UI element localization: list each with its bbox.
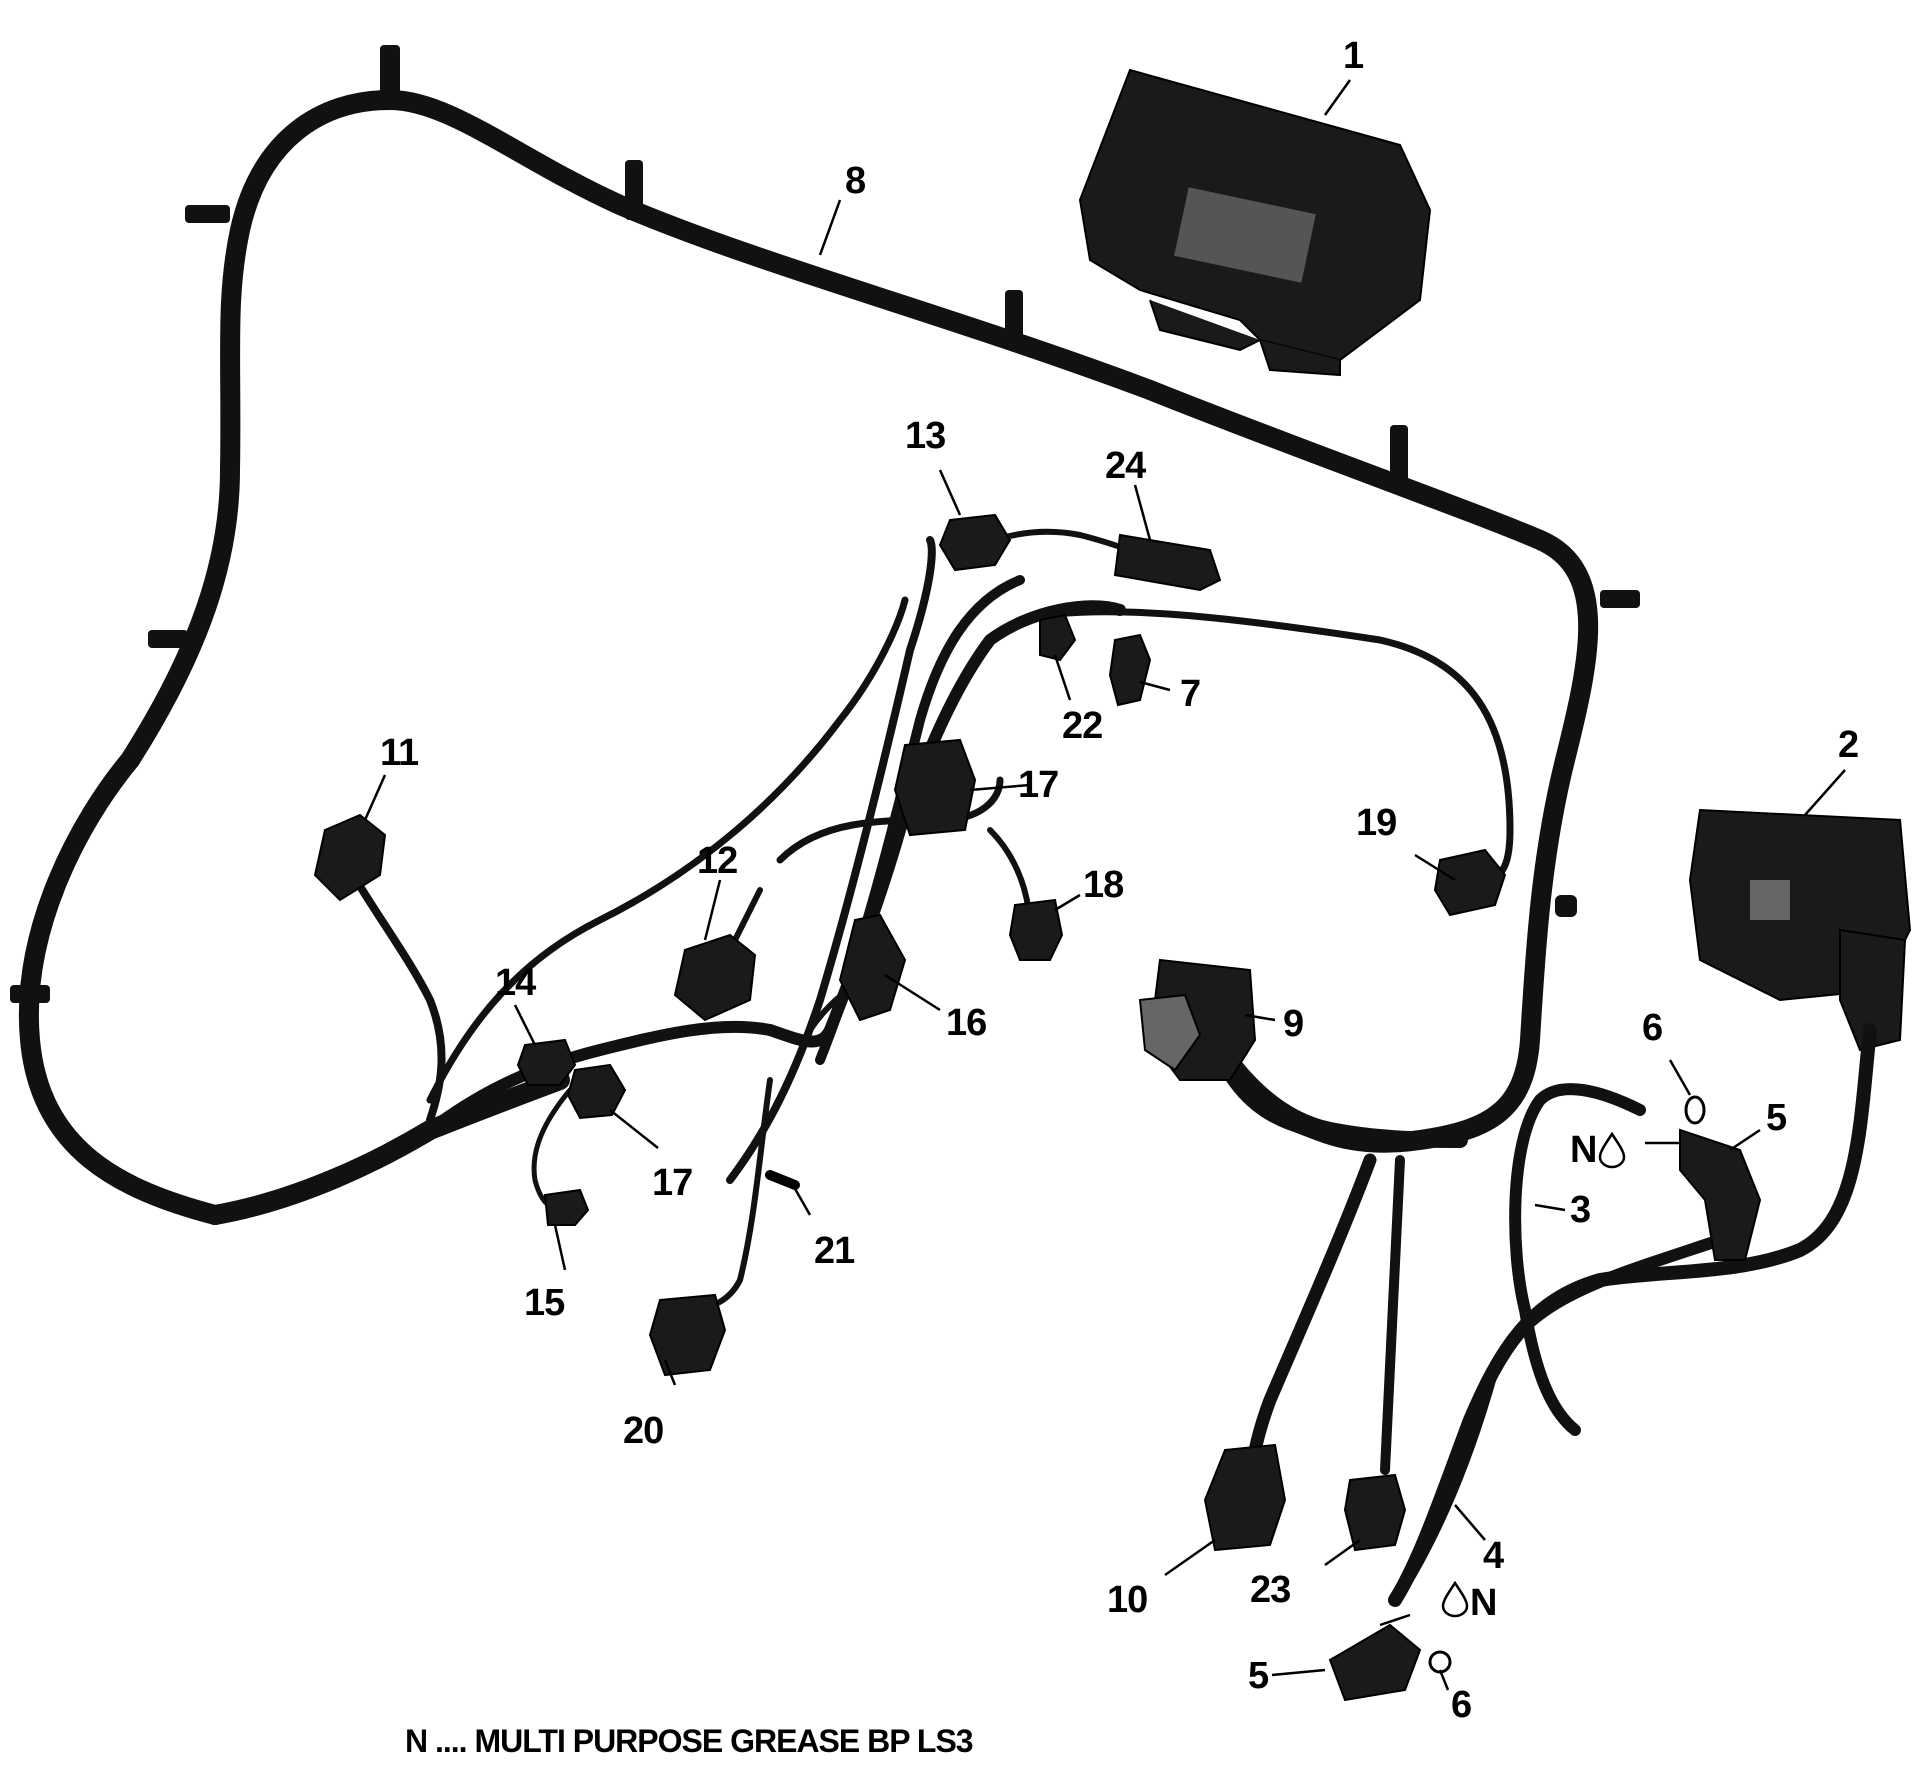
callout-1: 1 xyxy=(1343,35,1364,77)
callout-4: 4 xyxy=(1483,1535,1504,1577)
main-harness-bottom xyxy=(205,1070,570,1225)
connector-24 xyxy=(1113,533,1222,592)
engine-control-module xyxy=(1078,68,1432,377)
connector-22 xyxy=(1039,613,1077,662)
callout-3: 3 xyxy=(1570,1189,1590,1231)
connector-17-upper xyxy=(893,738,977,837)
callout-15: 15 xyxy=(524,1282,565,1324)
callout-11: 11 xyxy=(380,732,419,774)
connector-7 xyxy=(1108,633,1152,707)
callout-5-lower: 5 xyxy=(1248,1655,1269,1697)
connector-10 xyxy=(1203,1443,1287,1552)
callout-5-upper: 5 xyxy=(1766,1097,1787,1139)
grease-mark-lower: N xyxy=(1470,1582,1496,1624)
callout-17-lower: 17 xyxy=(652,1162,692,1204)
connector-18 xyxy=(1008,898,1064,961)
interior-harness-d xyxy=(426,596,909,1104)
callout-16: 16 xyxy=(946,1002,986,1044)
callout-13: 13 xyxy=(905,415,945,457)
terminal-boot-upper xyxy=(1679,1128,1762,1261)
callout-18: 18 xyxy=(1083,864,1123,906)
relay-module xyxy=(1688,808,1912,1052)
terminal-boot-lower xyxy=(1328,1623,1422,1702)
callout-8: 8 xyxy=(845,160,865,202)
lead-to-11 xyxy=(346,866,446,1124)
leader-lines xyxy=(363,79,1846,1691)
lead-to-19 xyxy=(1016,608,1514,884)
callout-9: 9 xyxy=(1283,1003,1303,1045)
relay-lead xyxy=(1388,1023,1877,1607)
connector-20 xyxy=(648,1293,727,1377)
callout-12: 12 xyxy=(697,840,737,882)
connector-12 xyxy=(673,933,757,1022)
cable-4 xyxy=(1389,1234,1726,1606)
grease-mark-upper: N xyxy=(1570,1129,1596,1171)
callout-21: 21 xyxy=(814,1230,855,1272)
callout-2: 2 xyxy=(1838,724,1858,766)
branch-to-23 xyxy=(1380,1155,1405,1475)
nut-upper xyxy=(1684,1095,1706,1125)
harness-clips xyxy=(10,45,1640,1003)
grease-drop-icon-upper xyxy=(1598,1131,1626,1169)
connector-17-lower xyxy=(566,1063,627,1120)
connector-11 xyxy=(313,813,387,902)
connector-19 xyxy=(1433,848,1507,917)
main-harness-loop xyxy=(18,90,1599,1225)
lead-to-20 xyxy=(697,1077,773,1313)
connector-16 xyxy=(838,913,907,1022)
callout-6-lower: 6 xyxy=(1451,1684,1471,1726)
interior-harness-c xyxy=(726,536,936,1184)
callout-20: 20 xyxy=(623,1410,663,1452)
callout-6-upper: 6 xyxy=(1642,1007,1662,1049)
connector-9 xyxy=(1138,958,1257,1081)
connector-13 xyxy=(938,513,1012,572)
grease-legend-note: N .... MULTI PURPOSE GREASE BP LS3 xyxy=(405,1723,973,1759)
callout-7: 7 xyxy=(1180,673,1200,715)
callout-19: 19 xyxy=(1356,802,1396,844)
connector-23 xyxy=(1343,1473,1407,1552)
callout-10: 10 xyxy=(1107,1579,1147,1621)
callout-14: 14 xyxy=(495,962,536,1004)
connector-15 xyxy=(543,1188,590,1226)
callout-23: 23 xyxy=(1250,1569,1290,1611)
branch-to-9 xyxy=(1202,1022,1468,1148)
grease-drop-icon-lower xyxy=(1441,1580,1469,1618)
callout-22: 22 xyxy=(1062,705,1102,747)
callout-17-upper: 17 xyxy=(1018,764,1058,806)
callout-24: 24 xyxy=(1105,445,1146,487)
cable-3 xyxy=(1509,1083,1646,1436)
nut-lower xyxy=(1428,1650,1452,1674)
connector-14 xyxy=(516,1038,577,1086)
